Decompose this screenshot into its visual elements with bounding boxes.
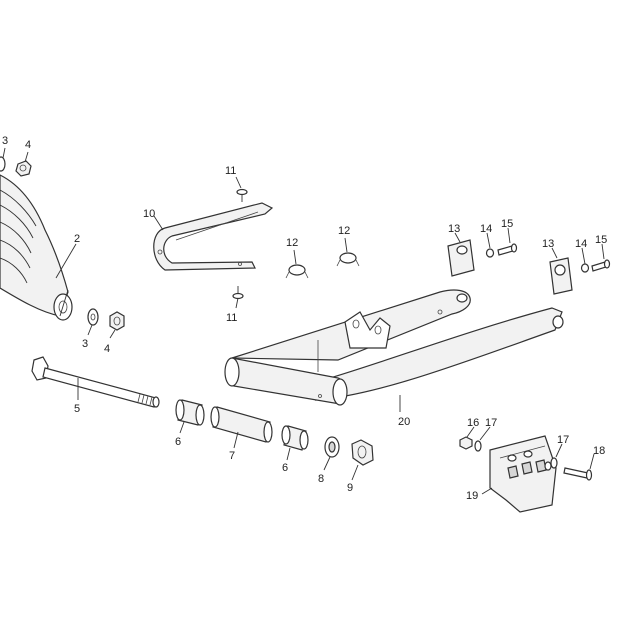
label-18: 18 bbox=[593, 445, 605, 457]
bolt-15-right bbox=[591, 259, 611, 272]
chain-guide bbox=[489, 435, 557, 513]
part-labels: 3 4 2 3 4 5 6 7 6 8 9 10 11 11 12 12 13 … bbox=[2, 135, 607, 502]
label-3-top: 3 bbox=[2, 135, 8, 147]
label-15-left: 15 bbox=[501, 218, 513, 230]
spacer-7 bbox=[210, 406, 273, 443]
label-17-right: 17 bbox=[557, 434, 569, 446]
swingarm bbox=[224, 289, 564, 406]
label-5: 5 bbox=[74, 403, 80, 415]
screw-11-bottom bbox=[232, 286, 244, 300]
label-10: 10 bbox=[143, 208, 155, 220]
label-6-right: 6 bbox=[282, 462, 288, 474]
bolt-18 bbox=[563, 467, 593, 481]
nut-14-left bbox=[485, 248, 495, 258]
washer-17-right bbox=[550, 457, 558, 469]
label-4-bottom: 4 bbox=[104, 343, 110, 355]
label-11-bottom: 11 bbox=[226, 312, 237, 324]
shock-absorber bbox=[0, 174, 73, 321]
washer-3-top bbox=[0, 156, 6, 172]
label-12-left: 12 bbox=[286, 237, 298, 249]
label-11-top: 11 bbox=[225, 165, 236, 177]
nut-14-right bbox=[580, 263, 590, 273]
spacer-6-right bbox=[281, 425, 309, 451]
label-8: 8 bbox=[318, 473, 324, 485]
label-14-left: 14 bbox=[480, 223, 492, 235]
chain-slider bbox=[153, 202, 274, 271]
label-15-right: 15 bbox=[595, 234, 607, 246]
leader-lines bbox=[2, 147, 605, 495]
nut-4-bottom bbox=[109, 311, 125, 331]
clamp-12-left bbox=[285, 264, 309, 279]
label-20: 20 bbox=[398, 416, 410, 428]
adjuster-block-13-right bbox=[549, 257, 573, 295]
washer-3-bottom bbox=[87, 308, 99, 326]
washer-17-left bbox=[474, 440, 482, 452]
label-17-left: 17 bbox=[485, 417, 497, 429]
spacer-6-left bbox=[175, 399, 205, 426]
label-2: 2 bbox=[74, 233, 80, 245]
label-13-left: 13 bbox=[448, 223, 460, 235]
label-14-right: 14 bbox=[575, 238, 587, 250]
nut-16 bbox=[459, 436, 473, 450]
label-4-top: 4 bbox=[25, 139, 31, 151]
clamp-12-right bbox=[336, 252, 360, 267]
label-9: 9 bbox=[347, 482, 353, 494]
label-19: 19 bbox=[466, 490, 478, 502]
pivot-bolt bbox=[31, 356, 160, 408]
label-3-bottom: 3 bbox=[82, 338, 88, 350]
washer-8 bbox=[324, 436, 340, 458]
label-7: 7 bbox=[229, 450, 235, 462]
nut-4-top bbox=[15, 160, 32, 177]
label-16: 16 bbox=[467, 417, 479, 429]
label-6-left: 6 bbox=[175, 436, 181, 448]
adjuster-block-13-left bbox=[447, 239, 475, 277]
nut-9 bbox=[351, 439, 374, 466]
label-13-right: 13 bbox=[542, 238, 554, 250]
screw-11-top bbox=[236, 188, 248, 202]
bolt-15-left bbox=[497, 243, 518, 256]
label-12-right: 12 bbox=[338, 225, 350, 237]
